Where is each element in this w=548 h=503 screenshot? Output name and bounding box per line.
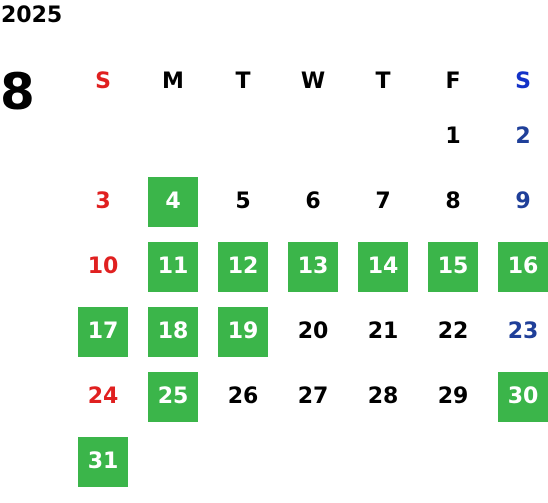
day-number: 27 [297,384,329,409]
empty-day-cell [278,429,348,494]
day-number: 12 [218,241,268,292]
day-cell[interactable]: 6 [278,169,348,234]
day-number: 14 [358,241,408,292]
highlighted-day-cell[interactable]: 16 [488,234,548,299]
day-cell[interactable]: 24 [68,364,138,429]
day-cell[interactable]: 28 [348,364,418,429]
highlighted-day-cell[interactable]: 18 [138,299,208,364]
weekday-header: T [375,68,391,94]
day-cell[interactable]: 22 [418,299,488,364]
day-number: 11 [148,241,198,292]
day-number: 1 [445,124,461,149]
day-number: 5 [235,189,251,214]
day-cell[interactable]: 5 [208,169,278,234]
day-cell[interactable]: 23 [488,299,548,364]
day-number: 15 [428,241,478,292]
weekday-header: W [300,68,326,94]
day-number: 6 [305,189,321,214]
weekday-header: S [95,68,111,94]
empty-day-cell [138,104,208,169]
highlighted-day-cell[interactable]: 14 [348,234,418,299]
day-cell[interactable]: 21 [348,299,418,364]
day-cell[interactable]: 27 [278,364,348,429]
day-number: 2 [515,124,531,149]
day-number: 13 [288,241,338,292]
day-number: 18 [148,306,198,357]
highlighted-day-cell[interactable]: 11 [138,234,208,299]
day-number: 28 [367,384,399,409]
weekday-header: S [515,68,531,94]
day-number: 24 [87,384,119,409]
weekday-header: F [445,68,461,94]
highlighted-day-cell[interactable]: 15 [418,234,488,299]
day-number: 8 [445,189,461,214]
day-number: 17 [78,306,128,357]
empty-day-cell [348,429,418,494]
empty-day-cell [208,104,278,169]
day-number: 3 [95,189,111,214]
weekday-header: M [162,68,184,94]
day-number: 30 [498,371,548,422]
highlighted-day-cell[interactable]: 17 [68,299,138,364]
day-cell[interactable]: 20 [278,299,348,364]
day-number: 31 [78,436,128,487]
day-number: 29 [437,384,469,409]
day-number: 19 [218,306,268,357]
day-cell[interactable]: 7 [348,169,418,234]
month-number: 8 [0,63,35,121]
day-cell[interactable]: 26 [208,364,278,429]
day-cell[interactable]: 3 [68,169,138,234]
year-label: 2025 [1,3,63,28]
day-cell[interactable]: 9 [488,169,548,234]
empty-day-cell [488,429,548,494]
empty-day-cell [348,104,418,169]
day-cell[interactable]: 2 [488,104,548,169]
day-number: 9 [515,189,531,214]
highlighted-day-cell[interactable]: 13 [278,234,348,299]
day-number: 21 [367,319,399,344]
day-number: 25 [148,371,198,422]
empty-day-cell [68,104,138,169]
highlighted-day-cell[interactable]: 19 [208,299,278,364]
empty-day-cell [138,429,208,494]
empty-day-cell [208,429,278,494]
highlighted-day-cell[interactable]: 30 [488,364,548,429]
day-number: 22 [437,319,469,344]
highlighted-day-cell[interactable]: 31 [68,429,138,494]
day-cell[interactable]: 8 [418,169,488,234]
day-number: 4 [148,176,198,227]
empty-day-cell [418,429,488,494]
day-number: 16 [498,241,548,292]
day-number: 23 [507,319,539,344]
day-number: 20 [297,319,329,344]
empty-day-cell [278,104,348,169]
day-number: 26 [227,384,259,409]
day-cell[interactable]: 10 [68,234,138,299]
highlighted-day-cell[interactable]: 25 [138,364,208,429]
day-number: 7 [375,189,391,214]
day-cell[interactable]: 29 [418,364,488,429]
highlighted-day-cell[interactable]: 12 [208,234,278,299]
day-number: 10 [87,254,119,279]
day-cell[interactable]: 1 [418,104,488,169]
weekday-header: T [235,68,251,94]
highlighted-day-cell[interactable]: 4 [138,169,208,234]
